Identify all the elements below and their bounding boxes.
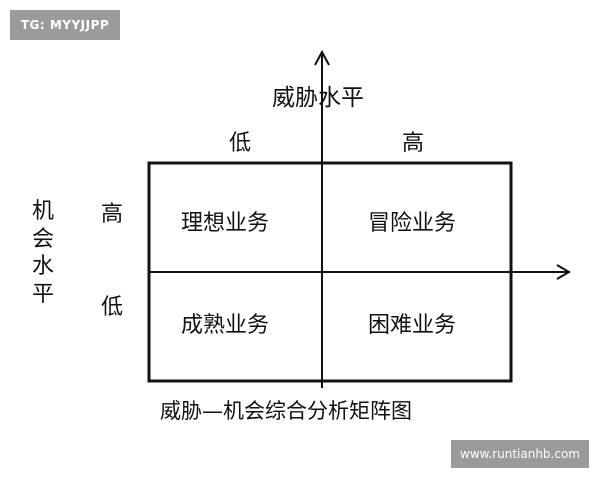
opportunity-title-char: 水 bbox=[31, 254, 54, 279]
watermark-bottom-right: www.runtianhb.com bbox=[451, 440, 589, 468]
y-axis-title: 威胁水平 bbox=[272, 85, 364, 111]
threat-low-label: 低 bbox=[229, 131, 252, 156]
threat-high-label: 高 bbox=[402, 131, 425, 156]
quadrant-difficult-business: 困难业务 bbox=[368, 313, 457, 338]
matrix-caption: 威胁—机会综合分析矩阵图 bbox=[160, 399, 412, 423]
quadrant-risky-business: 冒险业务 bbox=[368, 211, 457, 236]
vertical-axis-arrow-icon bbox=[314, 49, 330, 66]
watermark-top-left: TG: MYYJJPP bbox=[10, 10, 120, 40]
opportunity-title-char: 机 bbox=[31, 199, 54, 224]
opportunity-high-label: 高 bbox=[101, 202, 124, 227]
quadrant-mature-business: 成熟业务 bbox=[181, 313, 270, 338]
opportunity-title-char: 平 bbox=[31, 281, 54, 307]
quadrant-ideal-business: 理想业务 bbox=[181, 211, 270, 236]
opportunity-low-label: 低 bbox=[101, 295, 124, 320]
horizontal-axis-arrow-icon bbox=[556, 264, 571, 280]
opportunity-axis-title: 机 会 水 平 bbox=[30, 198, 56, 308]
opportunity-title-char: 会 bbox=[31, 226, 54, 252]
